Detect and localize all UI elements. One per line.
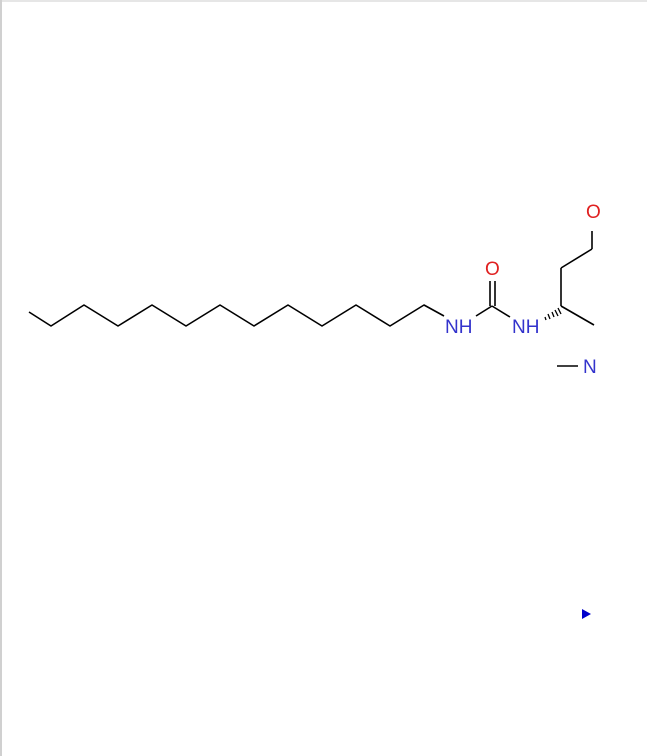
bond-n1-c bbox=[475, 305, 493, 317]
alkyl-chain bbox=[28, 304, 445, 327]
bond-c-n2 bbox=[491, 305, 511, 318]
hashed-wedge-bond bbox=[544, 307, 562, 321]
atom-label-n-dimethyl: N bbox=[583, 357, 597, 378]
left-border bbox=[0, 0, 2, 756]
atom-label-o-carbonyl: O bbox=[485, 259, 500, 280]
top-border bbox=[0, 0, 647, 2]
atom-label-nh-1: NH bbox=[445, 317, 472, 338]
atom-label-nh-2: NH bbox=[512, 317, 539, 338]
bond-stereo-right bbox=[560, 305, 595, 326]
bond-ch2-ch2 bbox=[560, 248, 593, 269]
play-triangle-icon bbox=[582, 609, 591, 619]
atom-label-o-ether: O bbox=[586, 202, 601, 223]
